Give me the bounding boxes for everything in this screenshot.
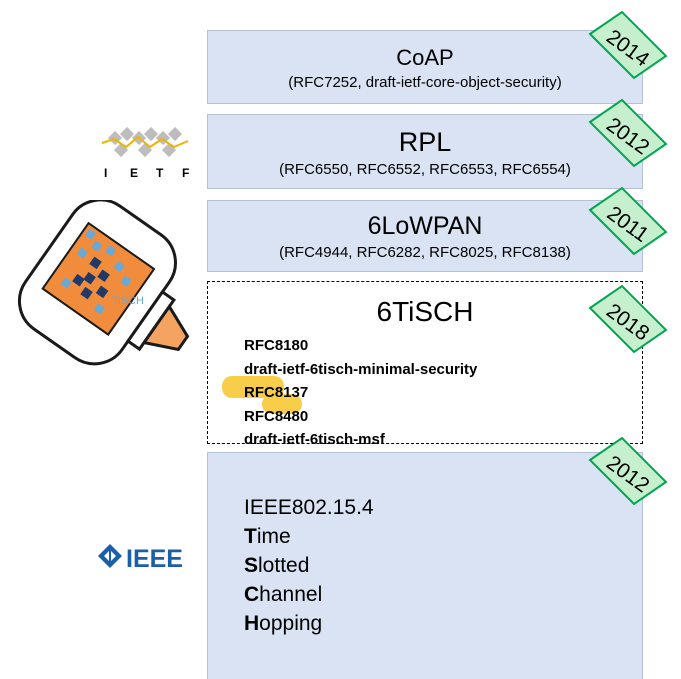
acronym-letter: T — [244, 525, 257, 548]
acronym-rest: ime — [256, 525, 291, 548]
ref-item: RFC8480 — [244, 407, 309, 425]
ieee-standard: IEEE802.15.4 — [244, 496, 374, 519]
coap-layer: CoAP (RFC7252, draft-ietf-core-object-se… — [207, 30, 643, 104]
year-badge-coap: 2014 — [588, 10, 668, 80]
acronym-letter: H — [244, 612, 260, 635]
ref-item: RFC8137 — [244, 384, 309, 401]
ref-item: RFC8180 — [244, 337, 309, 354]
ietf-letter: T — [156, 166, 164, 180]
sixtisch-layer: 6TiSCH RFC8180 draft-ietf-6tisch-minimal… — [207, 281, 643, 448]
rpl-refs: (RFC6550, RFC6552, RFC6553, RFC6554) — [279, 161, 571, 178]
year-badge-ieee: 2012 — [588, 436, 668, 506]
ieee-logo: IEEE — [98, 544, 183, 573]
acronym-line: Hopping — [244, 609, 374, 638]
acronym-rest: hannel — [259, 583, 323, 606]
acronym-line: Slotted — [244, 551, 374, 580]
rpl-layer: RPL (RFC6550, RFC6552, RFC6553, RFC6554) — [207, 114, 643, 189]
sixlowpan-layer: 6LoWPAN (RFC4944, RFC6282, RFC8025, RFC8… — [207, 200, 643, 272]
year-badge-sixtisch: 2018 — [588, 284, 668, 354]
sixlowpan-refs: (RFC4944, RFC6282, RFC8025, RFC8138) — [279, 244, 571, 261]
tisch-logo-text: TiSCH — [112, 295, 144, 307]
ietf-letter: I — [104, 166, 107, 180]
sixtisch-refs: RFC8180 draft-ietf-6tisch-minimal-securi… — [244, 334, 477, 452]
ietf-logo: I E T F — [101, 126, 189, 180]
ietf-letter: F — [182, 166, 189, 180]
year-badge-sixlowpan: 2011 — [588, 186, 668, 256]
coap-title: CoAP — [396, 45, 454, 70]
acronym-rest: opping — [259, 612, 323, 635]
ietf-letter: E — [130, 166, 138, 180]
acronym-rest: lotted — [258, 554, 310, 577]
ieee-text: IEEE802.15.4 Time Slotted Channel Hoppin… — [244, 493, 374, 638]
coap-refs: (RFC7252, draft-ietf-core-object-securit… — [288, 74, 562, 91]
year-badge-rpl: 2012 — [588, 98, 668, 168]
rpl-title: RPL — [398, 127, 452, 157]
ieee-layer: IEEE802.15.4 Time Slotted Channel Hoppin… — [207, 452, 643, 679]
sixlowpan-title: 6LoWPAN — [367, 212, 483, 240]
ref-item: draft-ietf-6tisch-minimal-security — [244, 360, 478, 378]
acronym-line: Time — [244, 522, 374, 551]
sixtisch-title: 6TiSCH — [376, 296, 474, 327]
acronym-letter: C — [244, 583, 260, 606]
highlight-stroke — [222, 376, 284, 398]
highlight-stroke — [262, 394, 302, 414]
acronym-letter: S — [244, 554, 259, 577]
ref-item: draft-ietf-6tisch-msf — [244, 431, 385, 448]
ieee-logo-text: IEEE — [126, 545, 183, 573]
acronym-line: Channel — [244, 580, 374, 609]
glue-bottle-icon: TiSCH — [17, 200, 190, 366]
